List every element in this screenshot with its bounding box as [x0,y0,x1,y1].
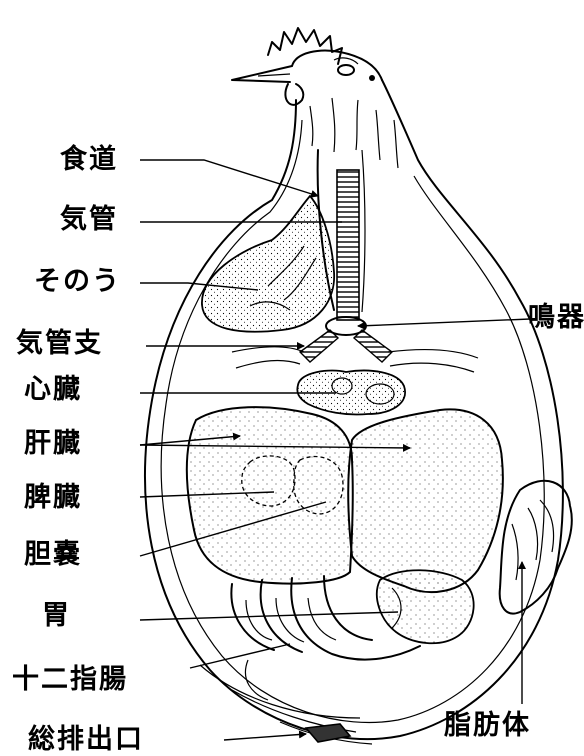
label-gallbladder: 胆嚢 [24,539,82,570]
label-liver: 肝臓 [24,428,82,459]
gizzard-organ [375,569,475,645]
label-gizzard: 胃 [42,600,71,631]
leader-lines [139,159,531,741]
spleen-gallbladder [241,455,344,515]
label-esophagus: 食道 [60,144,118,175]
cloaca-organ [304,723,352,743]
head [231,27,399,169]
label-duodenum: 十二指腸 [12,664,128,695]
label-trachea: 気管 [60,204,118,235]
crop-organ [201,194,335,333]
label-heart: 心臓 [24,374,82,405]
liver-right-lobe [347,408,504,593]
syrinx-bronchi [231,316,479,373]
label-syrinx: 鳴器 [528,302,584,333]
label-cloaca: 総排出口 [28,724,144,755]
heart-organ [296,369,406,416]
intestines [230,575,421,661]
label-bronchi: 気管支 [16,328,103,359]
label-fat-body: 脂肪体 [444,710,531,741]
liver-left-lobe [185,406,354,585]
label-crop: そのう [34,266,121,297]
label-spleen: 脾臓 [24,482,82,513]
fat-body-organ [498,479,573,615]
